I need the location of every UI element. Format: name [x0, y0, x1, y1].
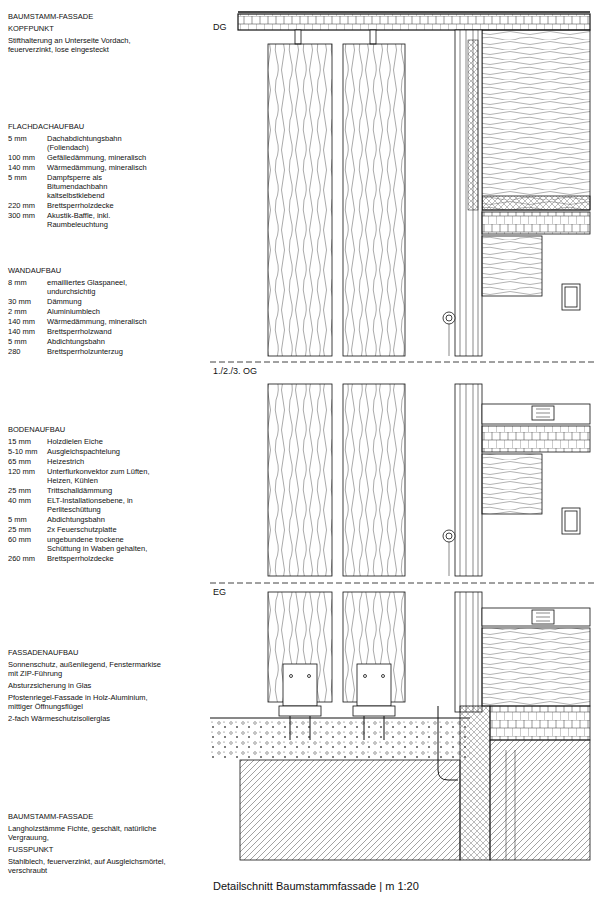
layer-description: Heizestrich	[47, 457, 159, 466]
layer-thickness: 140 mm	[8, 327, 46, 336]
layer-description: Abdichtungsbahn	[47, 337, 159, 346]
layer-thickness: 140 mm	[8, 163, 46, 172]
note-text: Pfostenriegel-Fassade in Holz-Aluminium,…	[8, 693, 168, 711]
note-text: Absturzsicherung in Glas	[8, 681, 168, 690]
note-text: FUSSPUNKT	[8, 845, 168, 854]
layer-thickness: 120 mm	[8, 467, 46, 476]
layer-description: Brettsperrholzunterzug	[47, 347, 159, 356]
note-text: BAUMSTAMM-FASSADE	[8, 12, 168, 21]
layer-description: Dachabdichtungsbahn (Foliendach)	[47, 134, 159, 152]
note-text: FLACHDACHAUFBAU	[8, 122, 168, 131]
layer-thickness: 2 mm	[8, 307, 46, 316]
layer-description: Brettsperrholzdecke	[47, 554, 159, 563]
layer-thickness: 140 mm	[8, 317, 46, 326]
layer-description: Brettsperrholzdecke	[47, 201, 159, 210]
layer-thickness: 5 mm	[8, 515, 46, 524]
note-text: Langholzstämme Fichte, geschält, natürli…	[8, 824, 168, 842]
note-text: 2-fach Wärmeschutzisolierglas	[8, 714, 168, 723]
layer-description: Brettsperrholzwand	[47, 327, 159, 336]
layer-description: Dampfsperre als Bitumendachbahn kaltselb…	[47, 173, 159, 200]
note-text: BODENAUFBAU	[8, 425, 168, 434]
layer-description: Abdichtungsbahn	[47, 515, 159, 524]
level-label: DG	[211, 22, 229, 33]
note-text: Sonnenschutz, außenliegend, Fenstermarki…	[8, 660, 168, 678]
layer-thickness: 5 mm	[8, 134, 46, 143]
layer-thickness: 60 mm	[8, 535, 46, 544]
note-text: Stahlblech, feuerverzinkt, auf Ausgleich…	[8, 857, 168, 875]
layer-thickness: 5-10 mm	[8, 447, 46, 456]
layer-thickness: 30 mm	[8, 297, 46, 306]
layer-thickness: 15 mm	[8, 437, 46, 446]
layer-thickness: 280	[8, 347, 46, 356]
layer-description: Unterflurkonvektor zum Lüften, Heizen, K…	[47, 467, 159, 485]
layer-description: ungebundene trockene Schüttung in Waben …	[47, 535, 159, 553]
layer-thickness: 100 mm	[8, 153, 46, 162]
layer-description: 2x Feuerschutzplatte	[47, 525, 159, 534]
layer-description: ELT-Installationsebene, in Perliteschütt…	[47, 496, 159, 514]
note-text: BAUMSTAMM-FASSADE	[8, 812, 168, 821]
layer-description: emailliertes Glaspaneel, undurchsichtig	[47, 278, 159, 296]
drawing-caption: Detailschnitt Baumstammfassade | m 1:20	[213, 880, 419, 893]
layer-thickness: 25 mm	[8, 525, 46, 534]
note-text: Stifthalterung an Unterseite Vordach, fe…	[8, 36, 168, 54]
layer-thickness: 260 mm	[8, 554, 46, 563]
level-label: EG	[211, 587, 228, 598]
layer-thickness: 220 mm	[8, 201, 46, 210]
layer-description: Wärmedämmung, mineralisch	[47, 317, 159, 326]
layer-thickness: 8 mm	[8, 278, 46, 287]
level-label: 1./2./3. OG	[211, 366, 259, 377]
layer-description: Dämmung	[47, 297, 159, 306]
layer-thickness: 5 mm	[8, 337, 46, 346]
layer-description: Trittschalldämmung	[47, 486, 159, 495]
layer-description: Ausgleichspachtelung	[47, 447, 159, 456]
note-text: WANDAUFBAU	[8, 266, 168, 275]
layer-thickness: 25 mm	[8, 486, 46, 495]
layer-description: Wärmedämmung, mineralisch	[47, 163, 159, 172]
layer-description: Akustik-Baffle, inkl. Raumbeleuchtung	[47, 211, 159, 229]
layer-thickness: 40 mm	[8, 496, 46, 505]
note-text: KOPFPUNKT	[8, 24, 168, 33]
layer-thickness: 5 mm	[8, 173, 46, 182]
note-text: FASSADENAUFBAU	[8, 648, 168, 657]
layer-thickness: 65 mm	[8, 457, 46, 466]
layer-thickness: 300 mm	[8, 211, 46, 220]
layer-description: Gefälledämmung, mineralisch	[47, 153, 159, 162]
layer-description: Aluminiumblech	[47, 307, 159, 316]
layer-description: Holzdielen Eiche	[47, 437, 159, 446]
